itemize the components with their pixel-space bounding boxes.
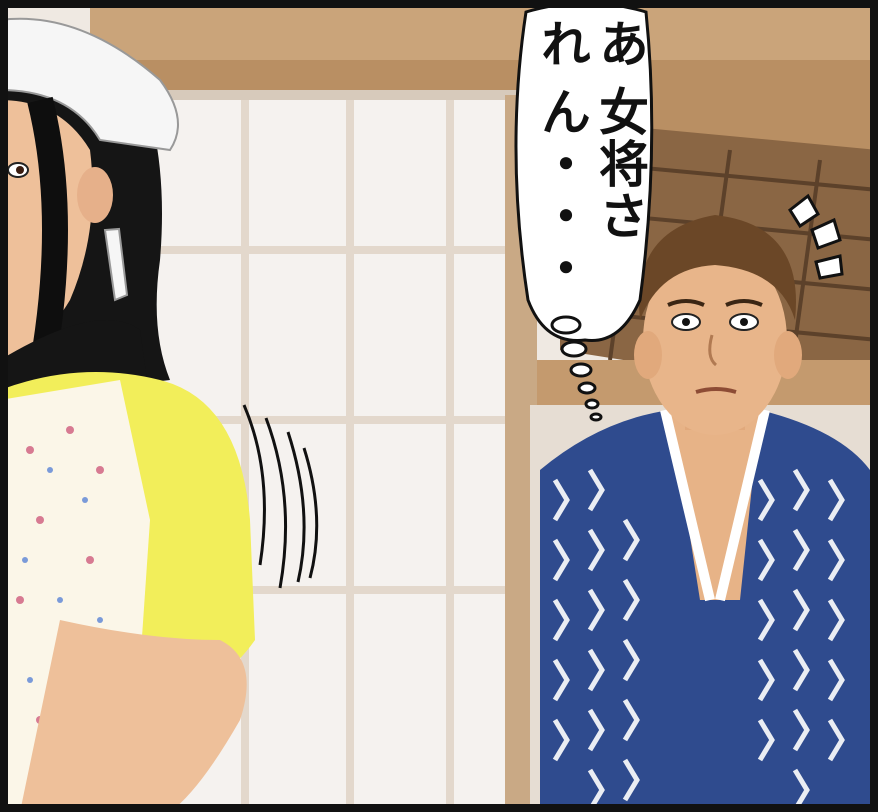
speech-line-1: あれ: [533, 18, 649, 70]
speech-bubble-shape: [514, 1, 654, 342]
motion-lines-icon: [242, 404, 319, 589]
surprise-lines-icon: [788, 193, 844, 280]
thought-bubble-tail-icon: [550, 315, 603, 422]
man-figure: [540, 215, 878, 812]
speech-bubble-text: あれ 女将さん・・・: [521, 6, 649, 326]
woman-figure: [0, 17, 255, 812]
speech-line-2: 女将さん・・・: [533, 86, 649, 295]
